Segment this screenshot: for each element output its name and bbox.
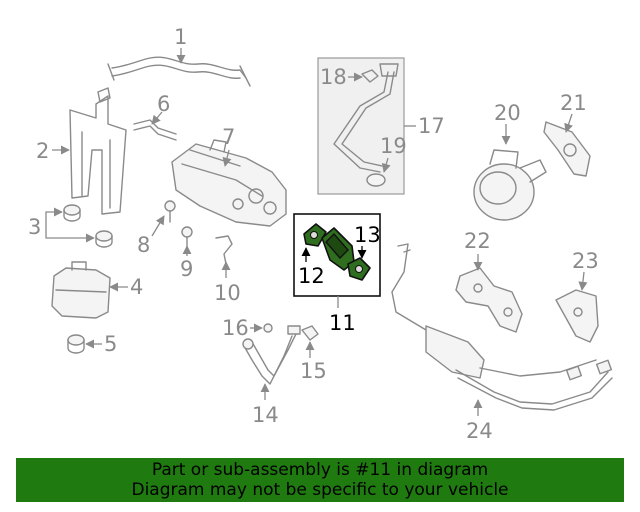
callout-19: 19: [380, 134, 407, 158]
callout-6: 6: [157, 92, 170, 116]
callout-9: 9: [180, 257, 193, 281]
callout-15: 15: [300, 359, 327, 383]
part-1-hose[interactable]: 1: [107, 25, 251, 87]
part-23-bracket[interactable]: 23: [555, 249, 599, 343]
part-7-egr-module[interactable]: 7: [171, 125, 287, 227]
callout-10: 10: [214, 281, 241, 305]
callout-17: 17: [418, 114, 445, 138]
callout-21: 21: [560, 91, 587, 115]
part-10-bracket[interactable]: 10: [214, 235, 241, 305]
callout-18: 18: [320, 65, 347, 89]
part-16-washer[interactable]: 16: [222, 316, 273, 340]
callout-7: 7: [222, 125, 235, 149]
callout-22: 22: [464, 229, 491, 253]
banner-line-2: Diagram may not be specific to your vehi…: [131, 480, 509, 500]
callout-20: 20: [494, 101, 521, 125]
part-11-assembly[interactable]: 11 12 13: [293, 213, 381, 335]
part-8-bolt[interactable]: 8: [137, 200, 176, 257]
part-2-bracket[interactable]: 2: [36, 87, 127, 215]
part-21-gasket[interactable]: 21: [543, 91, 591, 177]
part-24-harness[interactable]: 24: [391, 243, 613, 443]
part-22-bracket[interactable]: 22: [455, 229, 523, 333]
callout-4: 4: [130, 275, 143, 299]
callout-1: 1: [174, 25, 187, 49]
callout-23: 23: [572, 249, 599, 273]
callout-24: 24: [466, 419, 493, 443]
callout-2: 2: [36, 139, 49, 163]
info-banner: Part or sub-assembly is #11 in diagram D…: [16, 458, 624, 502]
part-6-pipe[interactable]: 6: [133, 92, 177, 141]
callout-16: 16: [222, 316, 249, 340]
callout-3: 3: [28, 215, 41, 239]
callout-13: 13: [354, 223, 381, 247]
part-14-hose[interactable]: 14: [242, 325, 301, 427]
part-4-reservoir[interactable]: 4: [51, 261, 143, 319]
parts-diagram: 1 2 3 4 5 6: [28, 25, 613, 443]
part-3-grommet[interactable]: 3: [28, 204, 113, 248]
callout-11: 11: [329, 311, 356, 335]
part-20-vacuum-pump[interactable]: 20: [473, 101, 547, 221]
part-15-clamp[interactable]: 15: [300, 325, 327, 383]
banner-line-1: Part or sub-assembly is #11 in diagram: [151, 460, 489, 480]
callout-8: 8: [137, 233, 150, 257]
part-5-cap[interactable]: 5: [67, 332, 117, 356]
part-9-bolt[interactable]: 9: [180, 226, 193, 281]
part-17-tube-assembly[interactable]: 17 18 19: [317, 57, 445, 195]
callout-5: 5: [104, 332, 117, 356]
callout-14: 14: [252, 403, 279, 427]
callout-12: 12: [298, 264, 325, 288]
